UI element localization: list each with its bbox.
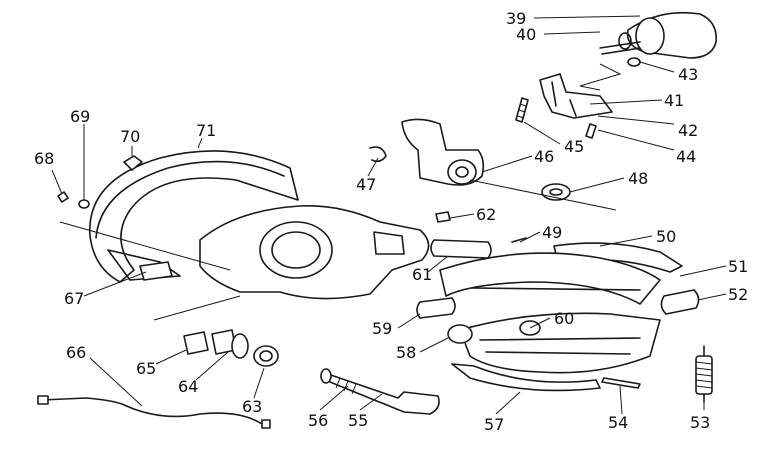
leader-63: [253, 367, 265, 399]
leader-68: [51, 169, 63, 195]
callout-40: 40: [516, 25, 536, 44]
callout-54: 54: [608, 413, 628, 432]
callout-70: 70: [120, 127, 140, 146]
callout-45: 45: [564, 137, 584, 156]
brake-shoe-51: [439, 252, 661, 305]
callout-59: 59: [372, 319, 392, 338]
brake-spider: [199, 205, 430, 300]
callout-47: 47: [356, 175, 376, 194]
bolt-45: [515, 97, 529, 123]
roller-58: [447, 324, 473, 344]
camshaft-bracket: [401, 118, 485, 186]
callout-52: 52: [728, 285, 748, 304]
leader-71: [197, 137, 203, 149]
camshaft: [320, 368, 440, 415]
leader-45: [523, 121, 561, 145]
bolt-44: [585, 123, 597, 139]
leader-48: [569, 177, 625, 193]
leader-43: [639, 61, 675, 73]
chamber-bracket: [539, 73, 613, 119]
brake-shoe-lower: [459, 312, 661, 374]
leader-60: [529, 317, 551, 329]
callout-58: 58: [396, 343, 416, 362]
leader-57: [495, 391, 521, 415]
callout-42: 42: [678, 121, 698, 140]
leader-52: [697, 293, 727, 301]
callout-53: 53: [690, 413, 710, 432]
leader-47: [367, 157, 379, 177]
callout-56: 56: [308, 411, 328, 430]
seal-63: [253, 345, 279, 367]
leader-54: [619, 385, 623, 415]
sensor-mount-67: [139, 261, 173, 281]
leader-40: [543, 31, 601, 35]
leader-65: [155, 349, 187, 365]
callout-60: 60: [554, 309, 574, 328]
bushing-axis-line: [153, 295, 241, 321]
pin-49: [511, 237, 527, 243]
callout-63: 63: [242, 397, 262, 416]
callout-64: 64: [178, 377, 198, 396]
leader-66: [89, 357, 143, 407]
callout-39: 39: [506, 9, 526, 28]
brake-chamber: [599, 11, 717, 59]
wear-sensor-cable: [37, 395, 271, 429]
callout-69: 69: [70, 107, 90, 126]
bushing-64: [211, 329, 249, 359]
callout-67: 67: [64, 289, 84, 308]
leader-42: [597, 115, 675, 125]
washer-43: [627, 57, 641, 67]
leader-58: [419, 337, 449, 353]
chamber-mount-zigzag: [579, 63, 622, 91]
bolt-62: [435, 211, 451, 223]
pin-54: [601, 377, 641, 389]
callout-50: 50: [656, 227, 676, 246]
screw-68: [57, 191, 69, 203]
callout-57: 57: [484, 415, 504, 434]
leader-51: [679, 265, 727, 277]
leader-67: [83, 271, 147, 297]
leader-64: [195, 351, 229, 381]
shaft-axis-line: [469, 179, 617, 211]
small-bolt-70: [123, 155, 143, 171]
callout-55: 55: [348, 411, 368, 430]
callout-68: 68: [34, 149, 54, 168]
leader-49: [519, 231, 541, 243]
leader-50: [599, 235, 653, 247]
leader-62: [449, 213, 475, 219]
callout-44: 44: [676, 147, 696, 166]
leader-39: [533, 15, 641, 19]
shoe-lining-57: [451, 363, 601, 392]
roller-52: [660, 289, 700, 315]
leader-59: [397, 313, 421, 329]
snap-ring-47: [369, 146, 387, 163]
leader-41: [589, 99, 663, 105]
callout-65: 65: [136, 359, 156, 378]
callout-49: 49: [542, 223, 562, 242]
leader-56: [319, 385, 349, 411]
return-spring-53: [695, 345, 713, 403]
bushing-65: [183, 331, 209, 355]
leader-46: [481, 155, 533, 173]
leader-44: [597, 129, 675, 151]
callout-51: 51: [728, 257, 748, 276]
callout-66: 66: [66, 343, 86, 362]
callout-71: 71: [196, 121, 216, 140]
callout-61: 61: [412, 265, 432, 284]
callout-48: 48: [628, 169, 648, 188]
anchor-pin-61: [430, 239, 492, 259]
leader-55: [359, 393, 383, 411]
washer-69: [78, 199, 90, 209]
roller-pin-59: [416, 297, 456, 319]
shaft-axis-line-2: [59, 221, 231, 271]
callout-41: 41: [664, 91, 684, 110]
callout-46: 46: [534, 147, 554, 166]
callout-62: 62: [476, 205, 496, 224]
leader-61: [427, 255, 449, 273]
callout-43: 43: [678, 65, 698, 84]
